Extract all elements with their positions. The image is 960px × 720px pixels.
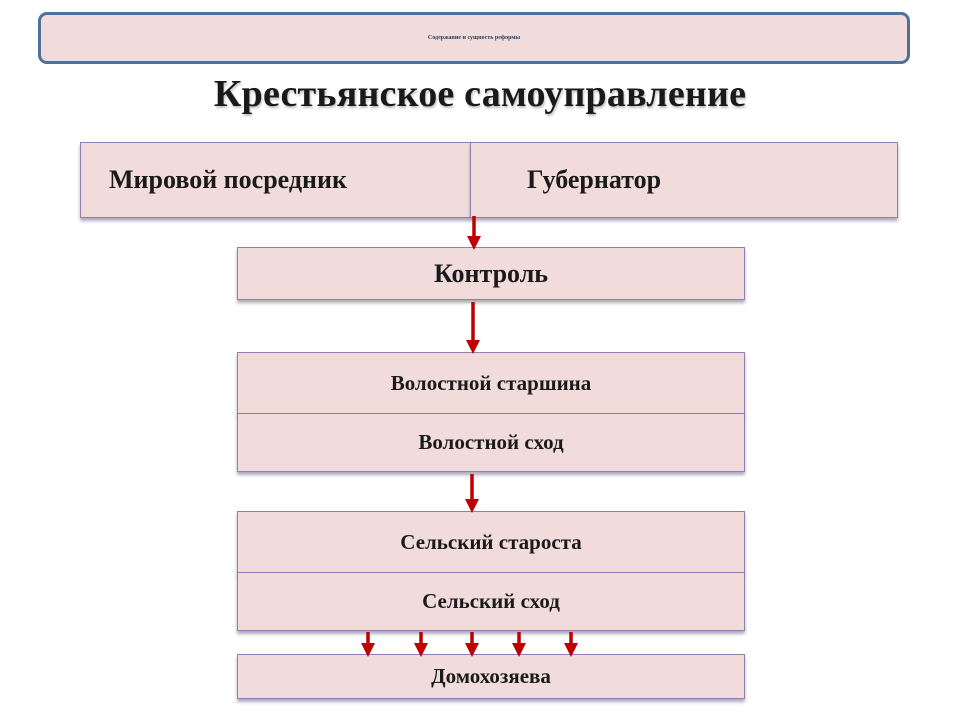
box-governor: Губернатор [470, 142, 898, 218]
header-caption: Содержание и сущность реформы [427, 35, 521, 41]
box-village-assembly: Сельский сход [237, 572, 745, 631]
box-village-elder: Сельский староста [237, 511, 745, 573]
box-volost-elder: Волостной старшина [237, 352, 745, 414]
box-households: Домохозяева [237, 654, 745, 699]
box-control: Контроль [237, 247, 745, 300]
box-volost-assembly: Волостной сход [237, 413, 745, 472]
box-mediator: Мировой посредник [80, 142, 471, 218]
header-banner: Содержание и сущность реформы [38, 12, 910, 64]
page-title: Крестьянское самоуправление [213, 73, 747, 115]
